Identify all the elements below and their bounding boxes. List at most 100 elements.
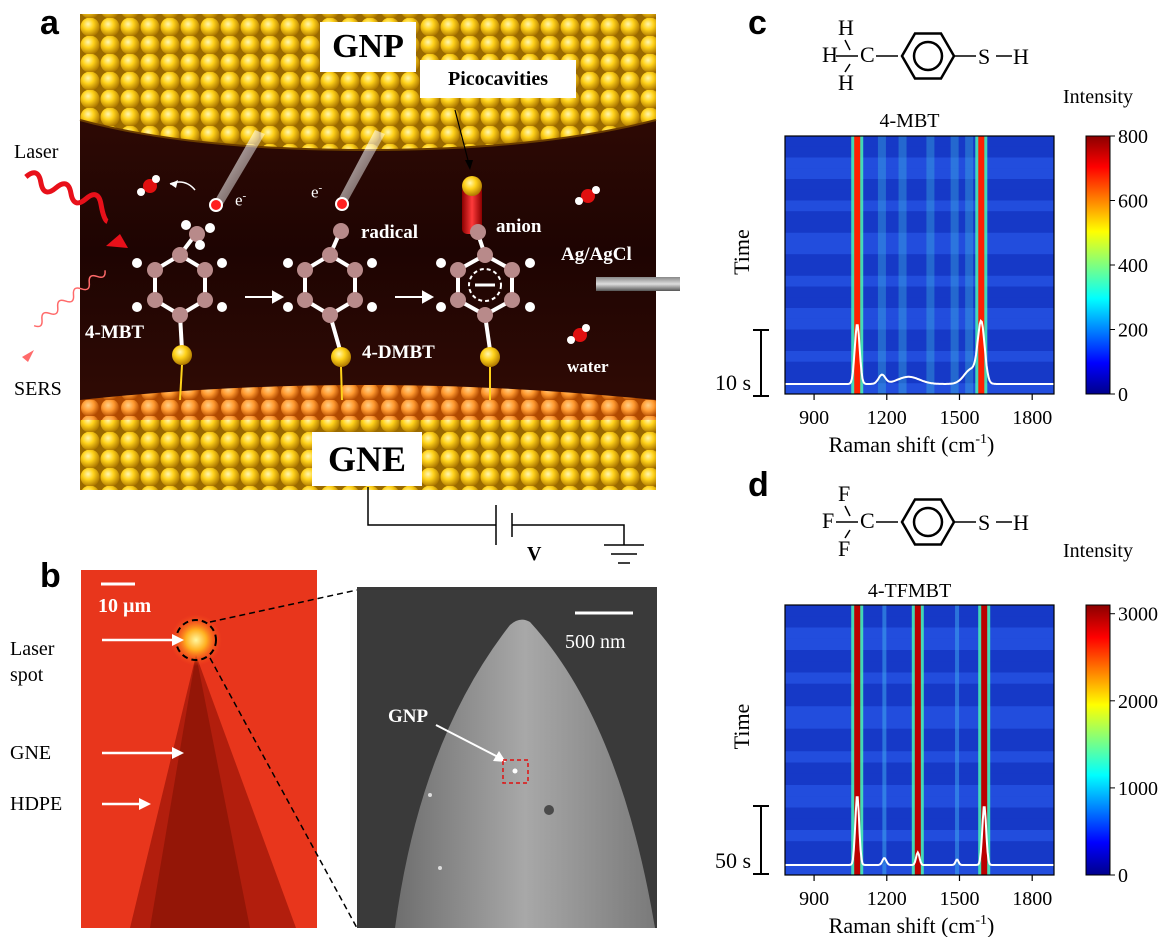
heatmap-row (785, 200, 1054, 212)
arrowhead (465, 160, 473, 170)
ag-agcl-label: Ag/AgCl (561, 244, 632, 265)
panel-letter-d: d (748, 466, 769, 504)
heatmap-row (785, 168, 1054, 179)
laser-wave-icon (24, 170, 109, 224)
panel-letter-c: c (748, 4, 767, 42)
x-axis-label-end: ) (987, 913, 994, 937)
scale-label-right: 500 nm (565, 631, 626, 653)
laser-label: Laser (14, 141, 59, 163)
structure-atom: H (822, 42, 838, 67)
heatmap-row (785, 286, 1054, 298)
electron-label: e- (235, 190, 247, 210)
heatmap-row (785, 265, 1054, 276)
colorbar-tick-label: 800 (1118, 126, 1148, 148)
heatmap-row (785, 254, 1054, 265)
structure-atom: H (1013, 44, 1029, 69)
plot-frame (784, 604, 1055, 876)
picocavity-pointer (454, 109, 471, 169)
heatmap-row (785, 351, 1054, 362)
heatmap-row (785, 222, 1054, 233)
x-tick-label: 1200 (867, 888, 907, 910)
au-s-bond (179, 364, 183, 401)
sers-wave-icon (33, 270, 106, 328)
colorbar-tick-label: 1000 (1118, 778, 1158, 800)
picocavities-label: Picocavities (420, 60, 576, 98)
aromatic-circle (912, 506, 944, 538)
colorbar-tick-label: 600 (1118, 191, 1148, 213)
sulfur-atom (480, 347, 500, 367)
particle-dot (438, 866, 442, 870)
heatmap-row (785, 232, 1054, 244)
heatmap-row (785, 372, 1054, 384)
water-molecule-icon (575, 186, 600, 205)
heatmap-row (785, 329, 1054, 341)
bond (844, 63, 851, 73)
ag-agcl-electrode (596, 277, 680, 291)
minor-band (965, 136, 974, 394)
picocavity-adatom (462, 176, 482, 196)
anion-label: anion (496, 216, 542, 237)
picocavity-rod (462, 186, 482, 234)
minor-band (882, 605, 887, 875)
heatmap-row (785, 157, 1054, 169)
structure-atom: S (978, 44, 990, 69)
heatmap-row (785, 297, 1054, 308)
electron-icon (209, 198, 223, 212)
molecule-label: 4-MBT (880, 110, 940, 132)
x-axis-label-sup: -1 (975, 913, 987, 928)
heatmap-row (785, 308, 1054, 319)
electron-label: e- (311, 182, 323, 202)
sulfur-atom (331, 347, 351, 367)
y-axis-label: Time (729, 229, 754, 275)
structure-atom: H (1013, 510, 1029, 535)
particle-dot (428, 793, 432, 797)
surface-defect (544, 805, 554, 815)
structure-atom: C (860, 508, 875, 533)
benzene-ring-icon (900, 498, 956, 546)
bond (844, 39, 851, 51)
x-axis-label: Raman shift (cm-1) (829, 913, 995, 937)
radical-label: radical (361, 222, 418, 243)
gnp-label: GNP (320, 22, 416, 72)
peak-band (854, 136, 861, 394)
colorbar (1085, 135, 1111, 395)
minor-band (955, 605, 960, 875)
x-tick-label: 1200 (867, 407, 907, 429)
x-tick-label: 1800 (1012, 888, 1052, 910)
sers-label: SERS (14, 378, 62, 400)
4-dmbt-label: 4-DMBT (362, 342, 435, 363)
gnp-label-b: GNP (388, 706, 429, 727)
structure-atom: F (838, 481, 850, 506)
x-axis-label-end: ) (987, 432, 994, 457)
bond (844, 529, 851, 539)
arrowhead (106, 234, 128, 248)
au-s-bond (340, 366, 343, 401)
colorbar-tick-label: 2000 (1118, 691, 1158, 713)
zoom-line-top (209, 589, 358, 623)
plot-frame (784, 135, 1055, 395)
heatmap-row (785, 179, 1054, 190)
structure-atom: S (978, 510, 990, 535)
pointer-arrows (102, 638, 178, 806)
arrowhead (22, 350, 34, 362)
heatmap-row (785, 243, 1054, 255)
heatmap-row (785, 136, 1054, 147)
colorbar-tick-label: 0 (1118, 865, 1128, 887)
x-tick-label: 1500 (939, 888, 979, 910)
gne-label: GNE (312, 432, 422, 486)
laser-beam-2 (337, 130, 385, 206)
molecule-atoms (147, 226, 213, 323)
x-tick-label: 1800 (1012, 407, 1052, 429)
arrowheads (139, 634, 184, 810)
heatmap-row (785, 318, 1054, 330)
minor-band (877, 136, 886, 394)
gnp-particle-dot (512, 768, 518, 774)
x-axis-label-sup: -1 (975, 432, 987, 447)
laser-spot (170, 614, 222, 666)
heatmap-row (785, 189, 1054, 201)
colorbar-tick-label: 0 (1118, 384, 1128, 406)
structure-atom: C (860, 42, 875, 67)
molecule-atoms (450, 224, 520, 323)
water-label: water (567, 357, 609, 376)
